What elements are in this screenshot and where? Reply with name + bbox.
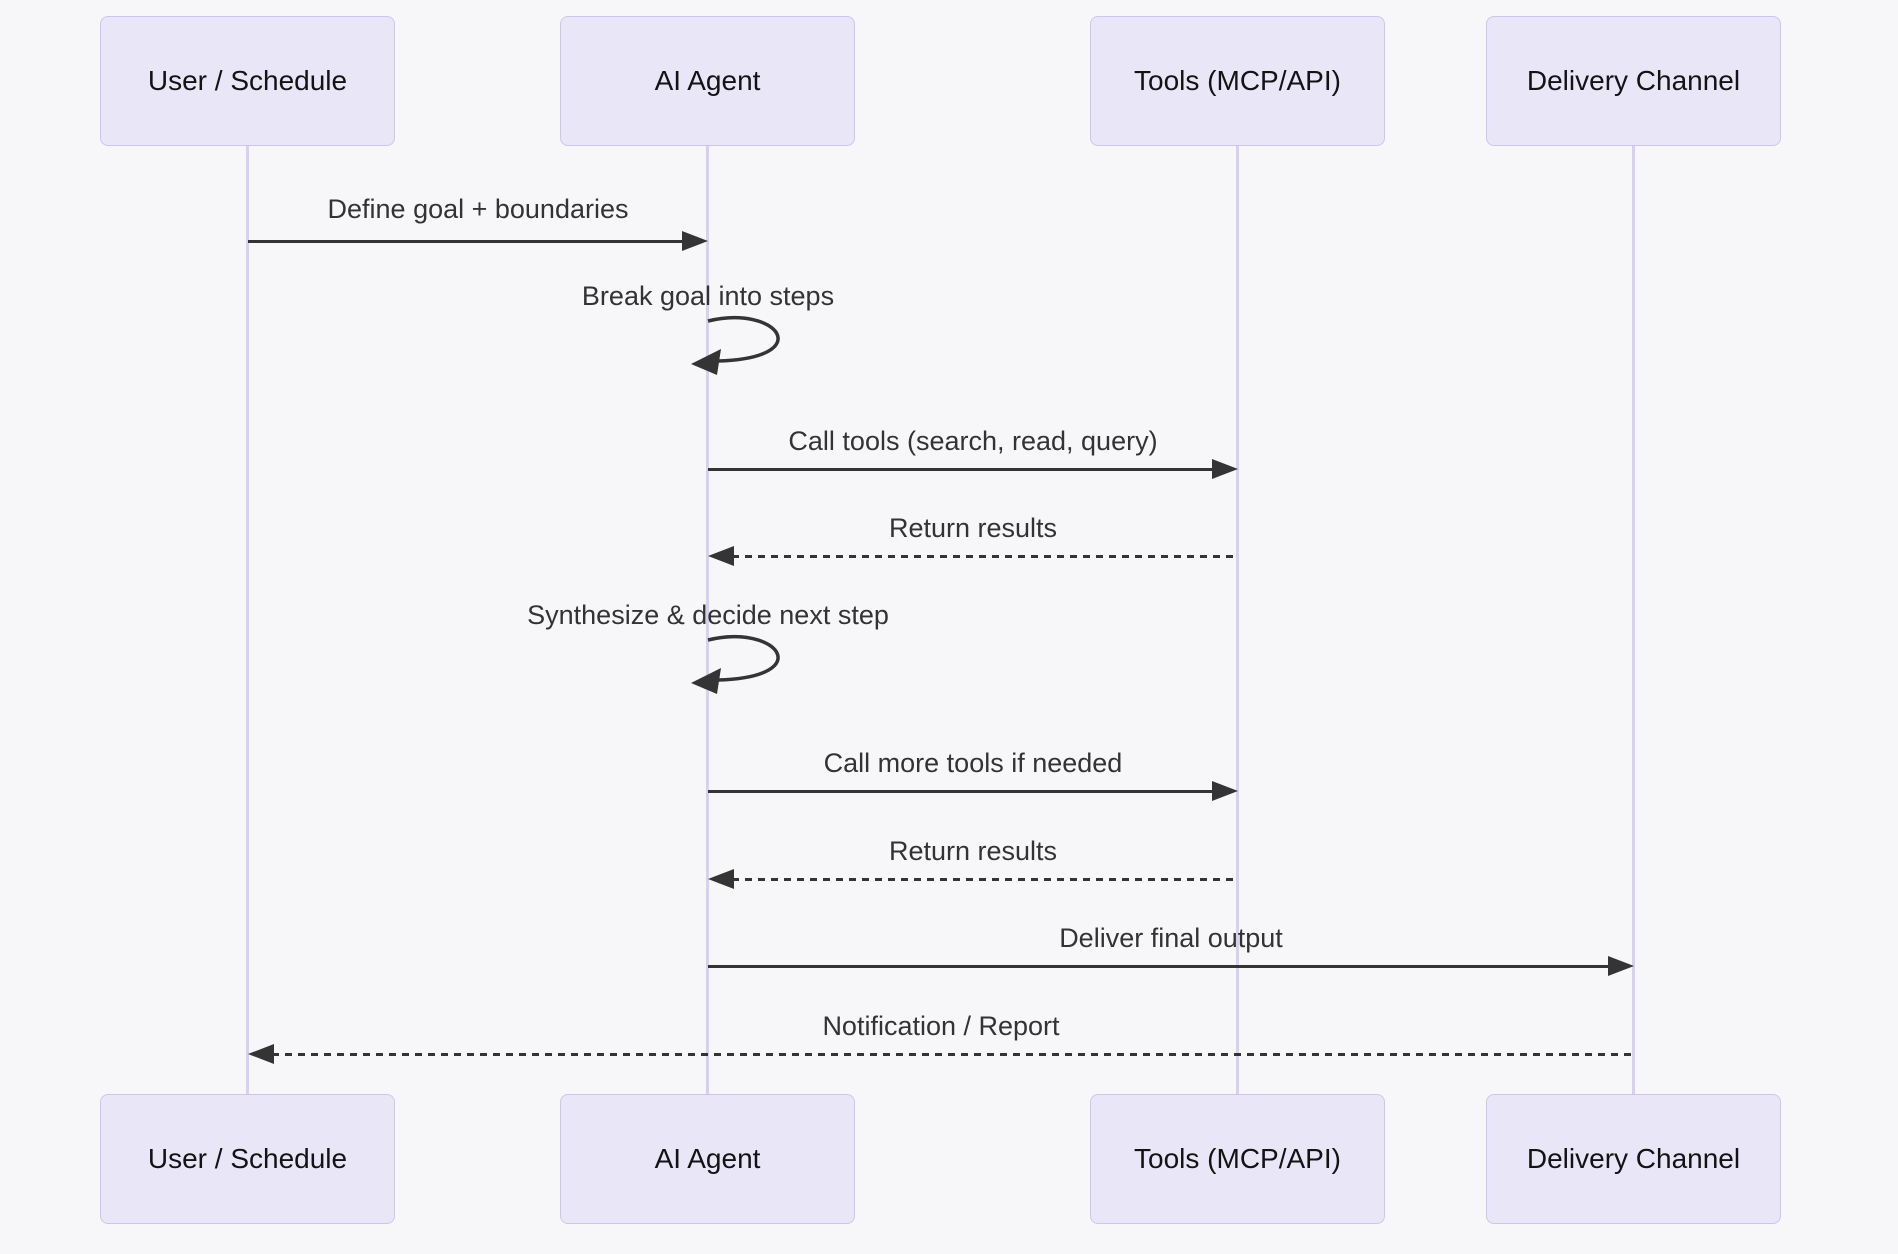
arrowhead-left-icon: [708, 546, 734, 566]
actor-label: AI Agent: [654, 65, 761, 96]
message-line: [732, 878, 1236, 881]
lifeline-tools: [1236, 146, 1239, 1096]
actor-label: User / Schedule: [147, 65, 348, 96]
arrowhead-right-icon: [1212, 781, 1238, 801]
message-label: Define goal + boundaries: [327, 194, 629, 224]
actor-tools-top: Tools (MCP/API): [1090, 16, 1385, 146]
actor-label: Tools (MCP/API): [1134, 1143, 1341, 1174]
actor-delivery-bottom: Delivery Channel: [1486, 1094, 1781, 1224]
message-label: Return results: [888, 836, 1058, 866]
actor-user-schedule-bottom: User / Schedule: [100, 1094, 395, 1224]
message-label: Break goal into steps: [581, 281, 835, 311]
actor-label: Tools (MCP/API): [1134, 65, 1341, 96]
message-label: Call more tools if needed: [823, 748, 1123, 778]
message-line: [732, 555, 1236, 558]
message-label: Deliver final output: [1059, 923, 1283, 953]
actor-delivery-top: Delivery Channel: [1486, 16, 1781, 146]
message-line: [708, 790, 1214, 793]
arrowhead-right-icon: [682, 231, 708, 251]
message-line: [708, 965, 1608, 968]
actor-label: Delivery Channel: [1526, 1143, 1741, 1174]
actor-ai-agent-bottom: AI Agent: [560, 1094, 855, 1224]
lifeline-delivery: [1632, 146, 1635, 1096]
message-line: [708, 468, 1214, 471]
actor-user-schedule-top: User / Schedule: [100, 16, 395, 146]
arrowhead-left-icon: [248, 1044, 274, 1064]
actor-tools-bottom: Tools (MCP/API): [1090, 1094, 1385, 1224]
message-label: Synthesize & decide next step: [527, 600, 889, 630]
actor-label: Delivery Channel: [1526, 65, 1741, 96]
actor-ai-agent-top: AI Agent: [560, 16, 855, 146]
arrowhead-right-icon: [1608, 956, 1634, 976]
arrowhead-left-icon: [708, 869, 734, 889]
message-line: [272, 1053, 1632, 1056]
lifeline-ai-agent: [706, 146, 709, 1096]
actor-label: AI Agent: [654, 1143, 761, 1174]
message-line: [248, 240, 684, 243]
self-loop-arrow-icon: [691, 315, 780, 375]
lifeline-user-schedule: [246, 146, 249, 1096]
message-label: Notification / Report: [822, 1011, 1060, 1041]
actor-label: User / Schedule: [147, 1143, 348, 1174]
arrowhead-right-icon: [1212, 459, 1238, 479]
message-label: Call tools (search, read, query): [788, 426, 1158, 456]
message-label: Return results: [888, 513, 1058, 543]
self-loop-arrow-icon: [691, 634, 780, 694]
